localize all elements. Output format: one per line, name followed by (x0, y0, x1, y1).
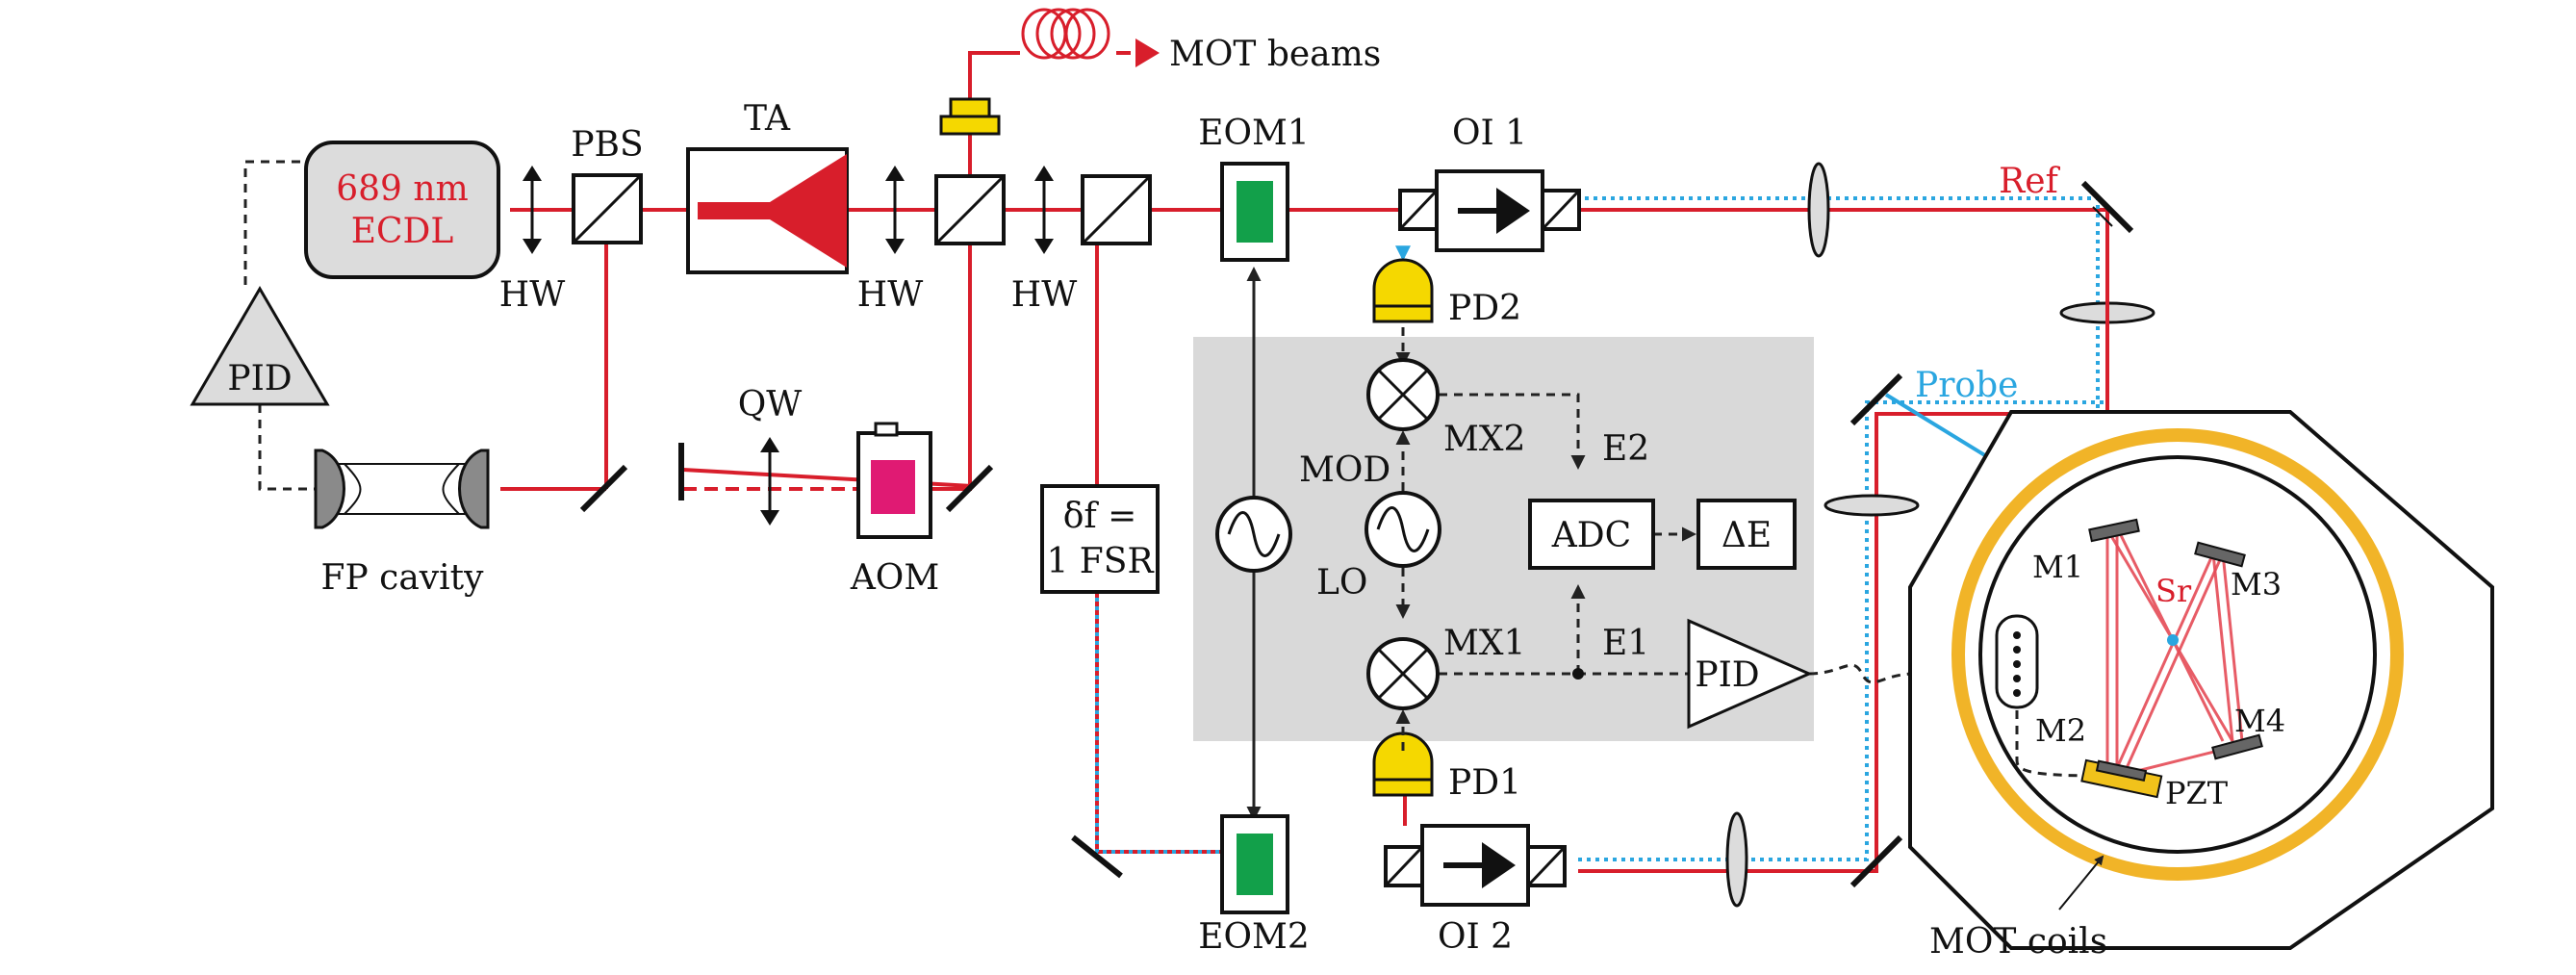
mx2-label: MX2 (1443, 420, 1525, 459)
mirror-bottom-right (1849, 834, 1903, 888)
e1-label: E1 (1602, 624, 1649, 663)
probe-mirror (1849, 372, 1903, 426)
pid-right-label: PID (1695, 655, 1759, 695)
mirror-left (579, 464, 628, 513)
m2-label: M2 (2035, 712, 2086, 749)
pd1-label: PD1 (1448, 763, 1521, 803)
probe-label: Probe (1915, 366, 2018, 405)
adc-label: ADC (1551, 516, 1631, 555)
lens-vertical-2 (1824, 494, 1920, 517)
m1-label: M1 (2032, 549, 2083, 585)
laser-label-type: ECDL (351, 212, 454, 251)
ref-mirror (2080, 180, 2134, 234)
mot-beams-label: MOT beams (1169, 35, 1381, 74)
qw-label: QW (738, 385, 803, 424)
fsr-box (1040, 484, 1160, 594)
m3-label: M3 (2231, 566, 2282, 603)
adc-box (1528, 499, 1655, 570)
half-wave-plate-1 (523, 166, 542, 254)
mx1-label: MX1 (1443, 624, 1525, 663)
pd2-label: PD2 (1448, 289, 1521, 328)
mirror-m4 (2211, 733, 2263, 760)
eom2-label: EOM2 (1198, 917, 1310, 957)
pzt-label: PZT (2165, 775, 2229, 811)
aom-modulator (856, 422, 932, 539)
chamber-inner-ring (1978, 455, 2377, 854)
pbs-cube-2 (934, 174, 1006, 245)
optical-isolator-2 (1384, 824, 1567, 907)
pbs-cube (572, 173, 643, 244)
delta-e-label: ΔE (1722, 516, 1772, 555)
hw2-label: HW (857, 275, 923, 315)
fp-cavity-label: FP cavity (321, 558, 485, 598)
mirror-aom-right (945, 464, 994, 513)
fiber-coil (1021, 8, 1110, 60)
mod-label: MOD (1299, 450, 1390, 490)
sr-label: Sr (2155, 573, 2192, 609)
hw3-label: HW (1011, 275, 1077, 315)
oi1-label: OI 1 (1452, 114, 1527, 153)
pbs-label: PBS (571, 125, 643, 165)
mot-coils-label: MOT coils (1929, 922, 2107, 962)
half-wave-plate-2 (885, 166, 905, 254)
pid-right-triangle (1687, 618, 1813, 730)
fp-cavity (314, 449, 490, 529)
pd1-detector (1372, 731, 1434, 797)
half-wave-plate-3 (1034, 166, 1054, 254)
eom1-label: EOM1 (1198, 114, 1310, 153)
hw1-label: HW (499, 275, 565, 315)
eom1-modulator (1220, 162, 1289, 262)
sr-atoms (2167, 634, 2179, 646)
fsr-label-2: 1 FSR (1046, 542, 1154, 581)
mirror-m2-pzt (2080, 758, 2163, 799)
mixer-mx2 (1366, 358, 1440, 431)
fp-feedback-line (243, 160, 300, 289)
lens-top (1807, 162, 1830, 258)
pbs-cube-3 (1081, 174, 1152, 245)
delta-e-box (1696, 499, 1797, 570)
laser-box (304, 141, 500, 279)
m4-label: M4 (2234, 703, 2285, 739)
oi2-label: OI 2 (1438, 917, 1513, 957)
tapered-amplifier (686, 147, 849, 274)
atom-source (1995, 614, 2039, 709)
laser-label-wavelength: 689 nm (336, 169, 468, 209)
vacuum-chamber (1908, 410, 2494, 950)
ref-label: Ref (1999, 162, 2060, 201)
e2-label: E2 (1602, 429, 1649, 469)
lens-bottom (1725, 811, 1748, 908)
mirror-m3 (2194, 541, 2246, 568)
ta-label: TA (744, 99, 791, 139)
mot-coil-ring (1951, 428, 2404, 881)
mixer-mx1 (1366, 637, 1440, 710)
local-oscillator (1365, 491, 1441, 568)
pid-left-label: PID (227, 359, 292, 398)
eom2-modulator (1220, 814, 1289, 914)
mirror-bottom-left (1071, 834, 1123, 879)
aom-label: AOM (850, 558, 939, 598)
mirror-m1 (2088, 518, 2140, 543)
mod-oscillator (1215, 496, 1292, 573)
pd2-detector (1372, 258, 1434, 323)
pid-left-triangle (190, 286, 330, 406)
quarter-wave-plate (760, 437, 779, 526)
fsr-label-1: δf = (1063, 497, 1137, 536)
fiber-coupler (939, 97, 1001, 136)
optical-isolator-1 (1398, 169, 1581, 252)
lo-label: LO (1316, 563, 1367, 603)
